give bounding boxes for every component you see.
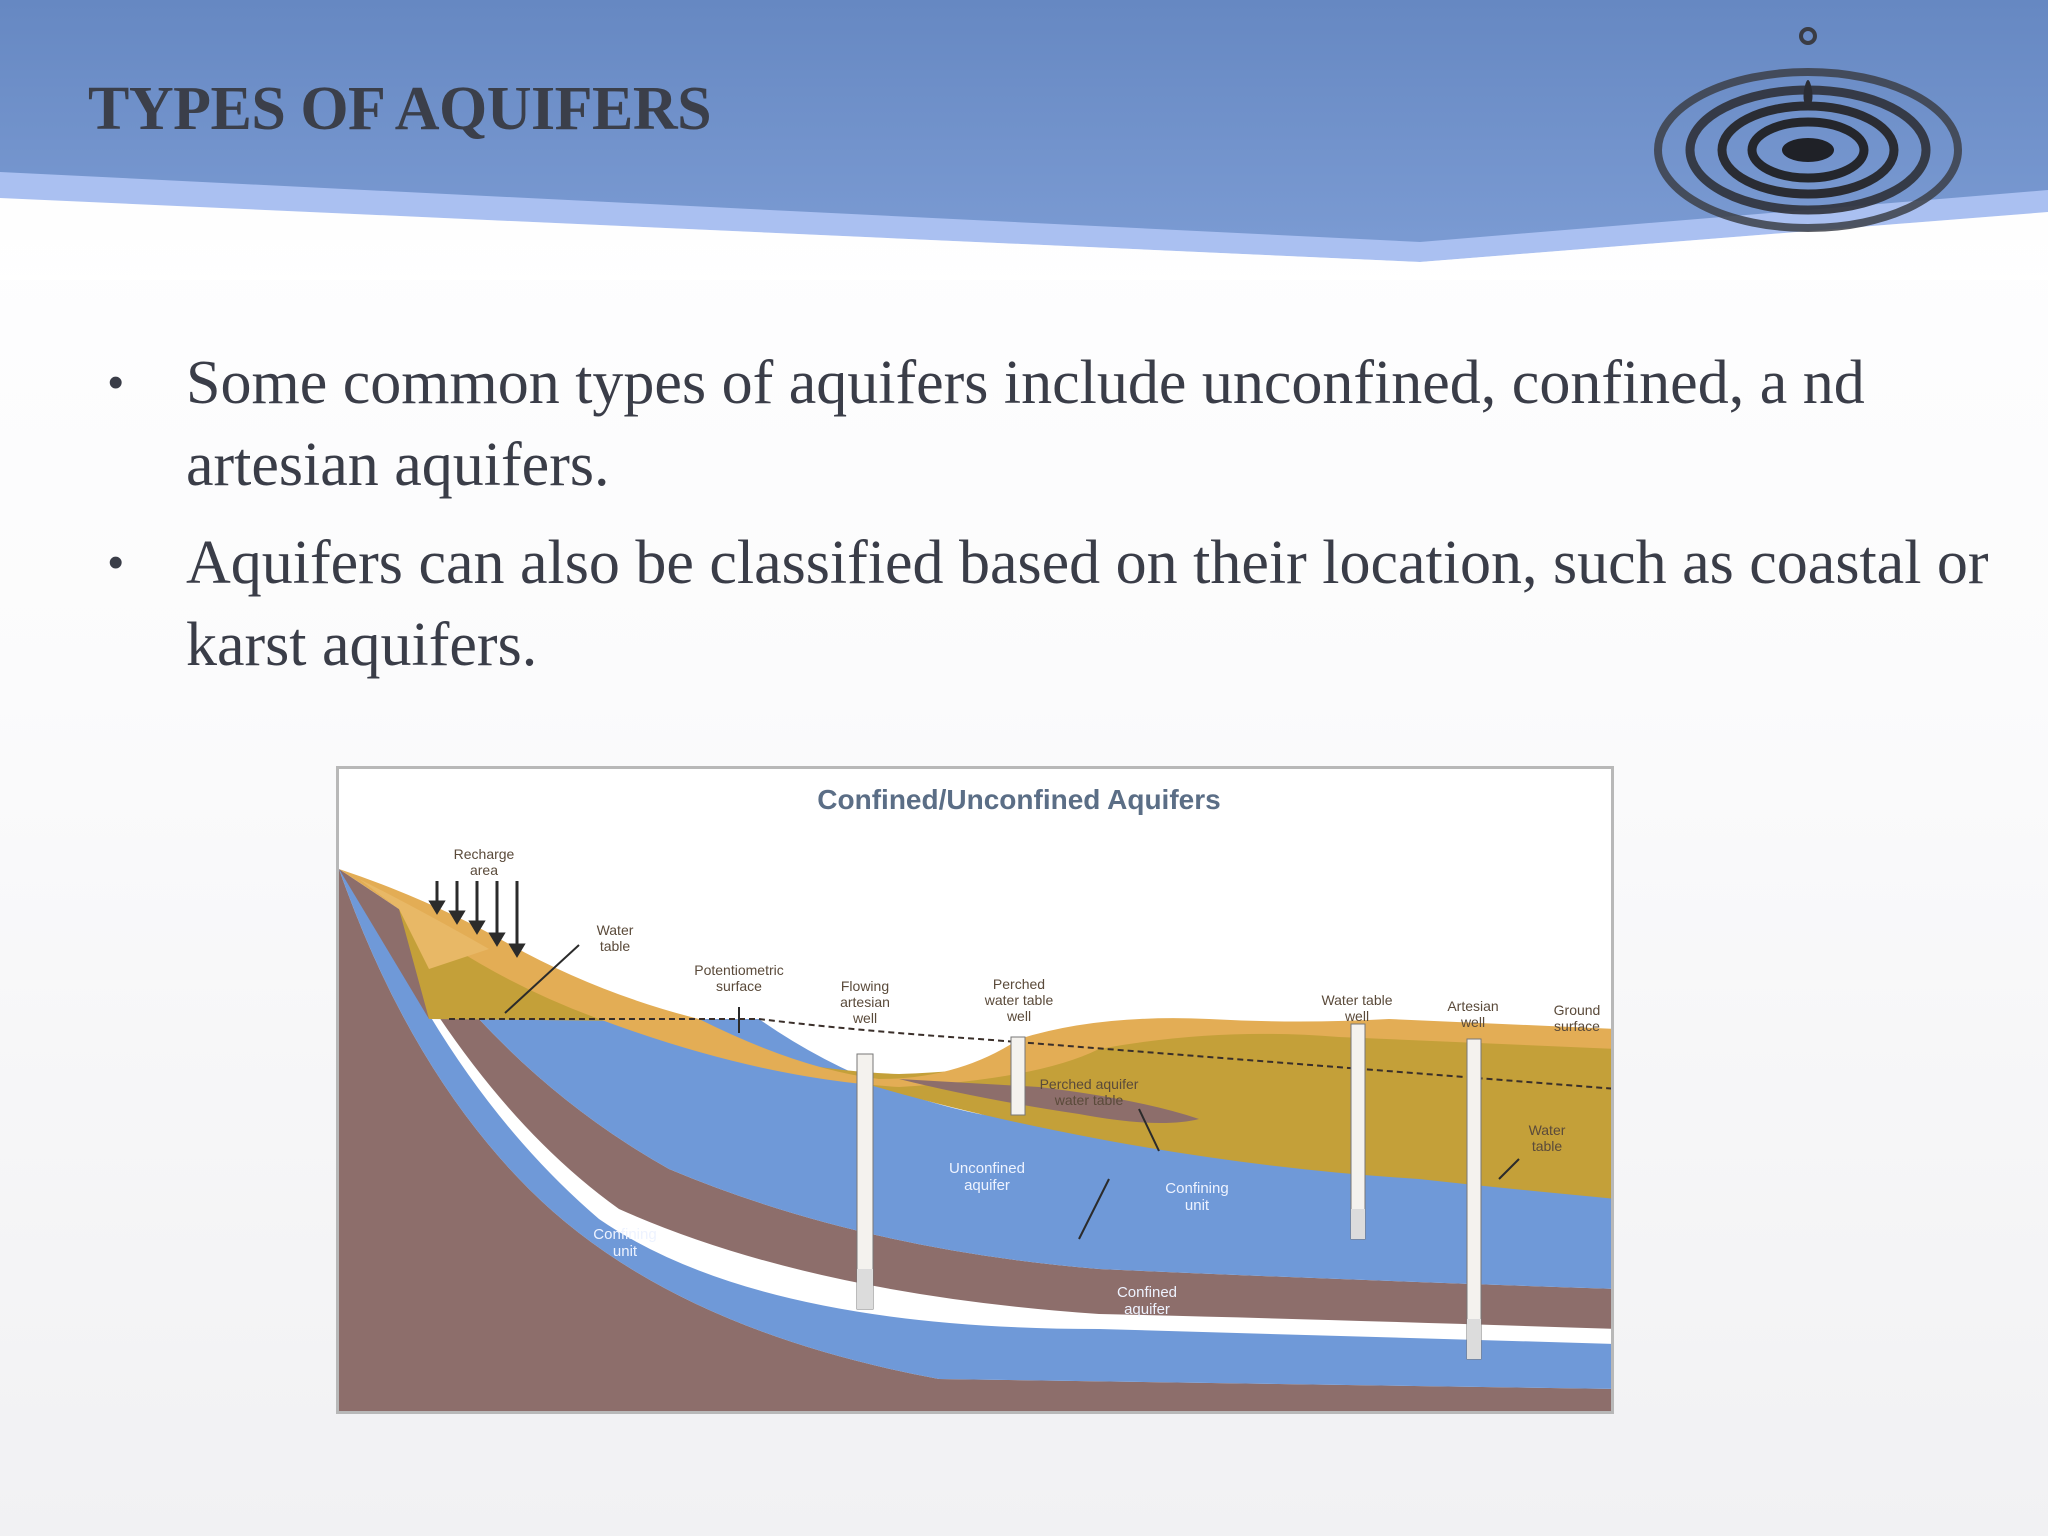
slide-title: TYPES OF AQUIFERS [88, 75, 712, 143]
diagram-title: Confined/Unconfined Aquifers [817, 784, 1220, 815]
header-band [0, 0, 2048, 280]
bullet-icon: • [108, 538, 124, 587]
bullet-text: Aquifers can also be classified based on… [186, 529, 1989, 679]
bullet-item: • Some common types of aquifers include … [108, 342, 2008, 506]
bullet-list: • Some common types of aquifers include … [108, 342, 2008, 702]
bullet-icon: • [108, 358, 124, 407]
arrow-down-icon [428, 881, 526, 958]
bullet-item: • Aquifers can also be classified based … [108, 522, 2008, 686]
bullet-text: Some common types of aquifers include un… [186, 349, 1865, 499]
water-drop-ripple-icon [1654, 27, 1962, 232]
